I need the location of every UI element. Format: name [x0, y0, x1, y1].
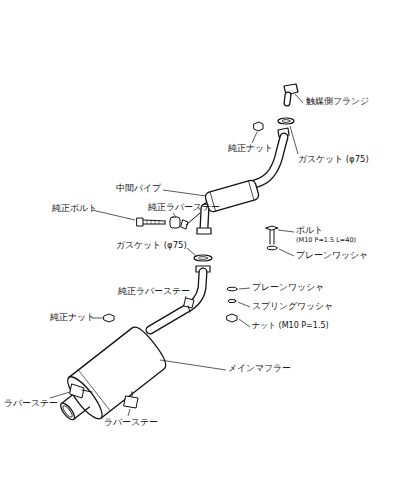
part-label: 純正ラバーステー [118, 287, 190, 296]
part-label: プレーンワッシャ [252, 283, 324, 292]
middle-pipe [181, 128, 289, 234]
leader-lines [50, 94, 303, 416]
gasket [278, 118, 294, 124]
part-label: ラバーステー [104, 418, 158, 427]
nut [227, 314, 237, 322]
part-label: 純正ナット [228, 144, 273, 153]
nut [254, 122, 263, 131]
part-label: 触媒側フランジ [306, 97, 369, 106]
part-label: 中間パイプ [116, 184, 161, 193]
part-label: ラバーステー [4, 399, 58, 408]
part-label: スプリングワッシャ [252, 302, 333, 311]
spring-washer [228, 299, 236, 302]
bolt [137, 217, 180, 228]
part-label: ガスケット (φ75) [116, 241, 187, 250]
catalyst-flange [284, 84, 298, 103]
parts [48, 84, 298, 434]
part-label: プレーンワッシャ [296, 251, 368, 260]
gasket [194, 255, 212, 261]
part-label: 純正ボルト [52, 204, 97, 213]
part-label: 純正ラバーステー [148, 203, 220, 212]
part-label: ボルト [296, 226, 323, 235]
plain-washer [227, 287, 237, 291]
part-label: ナット (M10 P=1.5) [252, 322, 329, 331]
part-label: (M10 P=1.5 L=40) [296, 237, 356, 244]
part-label: 純正ナット [50, 313, 95, 322]
part-label: メインマフラー [228, 364, 291, 373]
bolt-m10 [266, 226, 278, 250]
main-muffler [48, 266, 210, 434]
part-label: ガスケット (φ75) [298, 155, 369, 164]
